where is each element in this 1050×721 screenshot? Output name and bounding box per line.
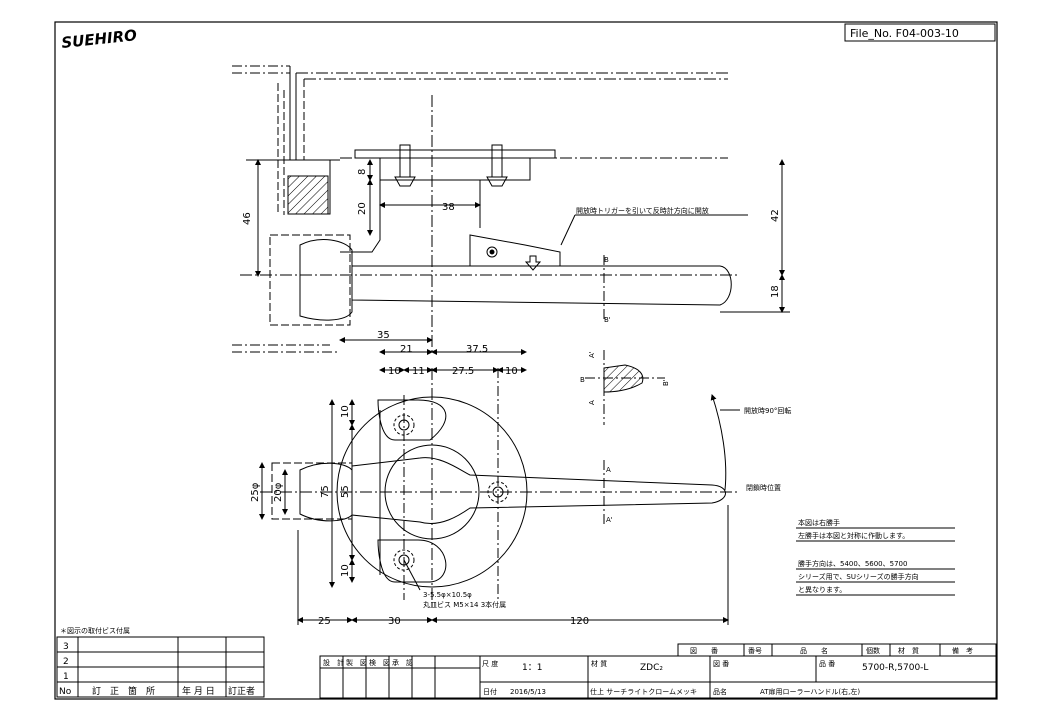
parts-header-remarks: 備 考 xyxy=(952,646,973,655)
sheet-border xyxy=(54,21,998,700)
dim-21: 21 xyxy=(400,344,413,355)
dim-38: 38 xyxy=(442,202,455,213)
rev-header-location: 訂 正 箇 所 xyxy=(92,685,155,697)
approve-label: 承 認 xyxy=(392,658,413,667)
section-a-view xyxy=(585,350,665,425)
dim-10-d: 10 xyxy=(340,564,351,577)
file-no-box xyxy=(844,23,996,42)
date-value: 2016/5/13 xyxy=(510,688,546,696)
date-label: 日付 xyxy=(483,687,497,696)
rev-row-1: 1 xyxy=(63,672,69,682)
svg-text:左勝手は本図と対称に作動します。: 左勝手は本図と対称に作動します。 xyxy=(798,531,909,540)
dim-120: 120 xyxy=(570,616,589,627)
scale-label: 尺 度 xyxy=(482,659,498,668)
dim-10-a: 10 xyxy=(388,366,401,377)
dim-37-5: 37.5 xyxy=(466,344,488,355)
draft-label: 製 図 xyxy=(346,658,367,667)
finish-value: 仕上 サーチライトクロームメッキ xyxy=(590,687,697,696)
dim-11: 11 xyxy=(412,366,425,377)
top-view xyxy=(232,65,740,355)
section-a-prime-mid: A' xyxy=(606,516,613,524)
dim-25: 25 xyxy=(318,616,331,627)
hole-note-2: 丸皿ビス M5×14 3本付属 xyxy=(423,600,506,609)
dim-20: 20 xyxy=(357,202,368,215)
dim-10-b: 10 xyxy=(505,366,518,377)
rev-row-3: 3 xyxy=(63,642,69,652)
dim-55: 55 xyxy=(340,485,351,498)
closed-position-note: 閉鎖時位置 xyxy=(746,483,781,492)
parts-header-number: 番号 xyxy=(748,647,762,655)
dim-18: 18 xyxy=(770,285,781,298)
design-label: 設 計 xyxy=(323,658,344,667)
hole-note-1: 3-5.5φ×10.5φ xyxy=(423,591,472,599)
scale-value: 1：1 xyxy=(522,663,542,673)
plan-view xyxy=(260,368,740,600)
dim-25-phi: 25φ xyxy=(250,482,261,502)
parts-header-drawing-no: 図 番 xyxy=(690,647,718,655)
section-b-prime-top: B' xyxy=(604,316,611,324)
name-label: 品名 xyxy=(713,687,727,696)
part-no-label: 品 番 xyxy=(819,660,835,668)
check-label: 検 図 xyxy=(369,658,390,667)
material-value: ZDC₂ xyxy=(640,663,663,673)
screw-note: ＊図示の取付ビス付属 xyxy=(60,626,130,635)
dim-8: 8 xyxy=(357,169,368,175)
title-block xyxy=(319,643,997,699)
rev-header-by: 訂正者 xyxy=(228,685,255,697)
svg-text:SUEHIRO: SUEHIRO xyxy=(61,26,138,52)
revision-table xyxy=(56,636,265,698)
rev-header-date: 年 月 日 xyxy=(182,685,215,697)
dim-75: 75 xyxy=(320,485,331,498)
dim-20-phi: 20φ xyxy=(273,482,284,502)
trigger-note: 開放時トリガーを引いて反時計方向に開放 xyxy=(576,206,709,215)
drawing-no-label: 図 番 xyxy=(713,660,729,668)
svg-text:と異なります。: と異なります。 xyxy=(798,586,846,594)
dim-42: 42 xyxy=(770,209,781,222)
section-b-prime-label: B' xyxy=(662,379,670,386)
part-no-value: 5700-R,5700-L xyxy=(862,663,928,673)
dim-27-5: 27.5 xyxy=(452,366,474,377)
hand-note-block: 本図は右勝手 左勝手は本図と対称に作動します。 勝手方向は、5400、5600、… xyxy=(796,518,955,596)
dim-30: 30 xyxy=(388,616,401,627)
file-no: File_No. F04-003-10 xyxy=(850,27,959,40)
parts-header-qty: 個数 xyxy=(866,646,880,655)
suehiro-logo: SUEHIRO xyxy=(61,26,138,52)
svg-text:勝手方向は、5400、5600、5700: 勝手方向は、5400、5600、5700 xyxy=(798,559,907,568)
section-a-prime-label: A' xyxy=(588,351,596,358)
dim-10-c: 10 xyxy=(340,405,351,418)
rev-header-no: No xyxy=(59,687,72,697)
section-b-top: B xyxy=(604,256,609,264)
section-a-label: A xyxy=(588,400,596,405)
top-view-dimensions xyxy=(246,159,790,343)
dim-46: 46 xyxy=(242,212,253,225)
plan-view-dimensions xyxy=(259,349,729,625)
material-label: 材 質 xyxy=(591,659,607,668)
name-value: AT扉用ローラーハンドル(右,左) xyxy=(760,687,860,696)
parts-header-name: 品 名 xyxy=(800,646,828,655)
section-a-mid: A xyxy=(606,466,611,474)
dim-35: 35 xyxy=(377,330,390,341)
parts-header-material: 材 質 xyxy=(898,646,919,655)
rev-row-2: 2 xyxy=(63,657,69,667)
rotate-note: 開放時90°回転 xyxy=(744,406,791,415)
svg-text:シリーズ用で、SUシリーズの勝手方向: シリーズ用で、SUシリーズの勝手方向 xyxy=(798,572,919,581)
svg-text:本図は右勝手: 本図は右勝手 xyxy=(798,518,840,527)
section-b-label: B xyxy=(580,376,585,384)
